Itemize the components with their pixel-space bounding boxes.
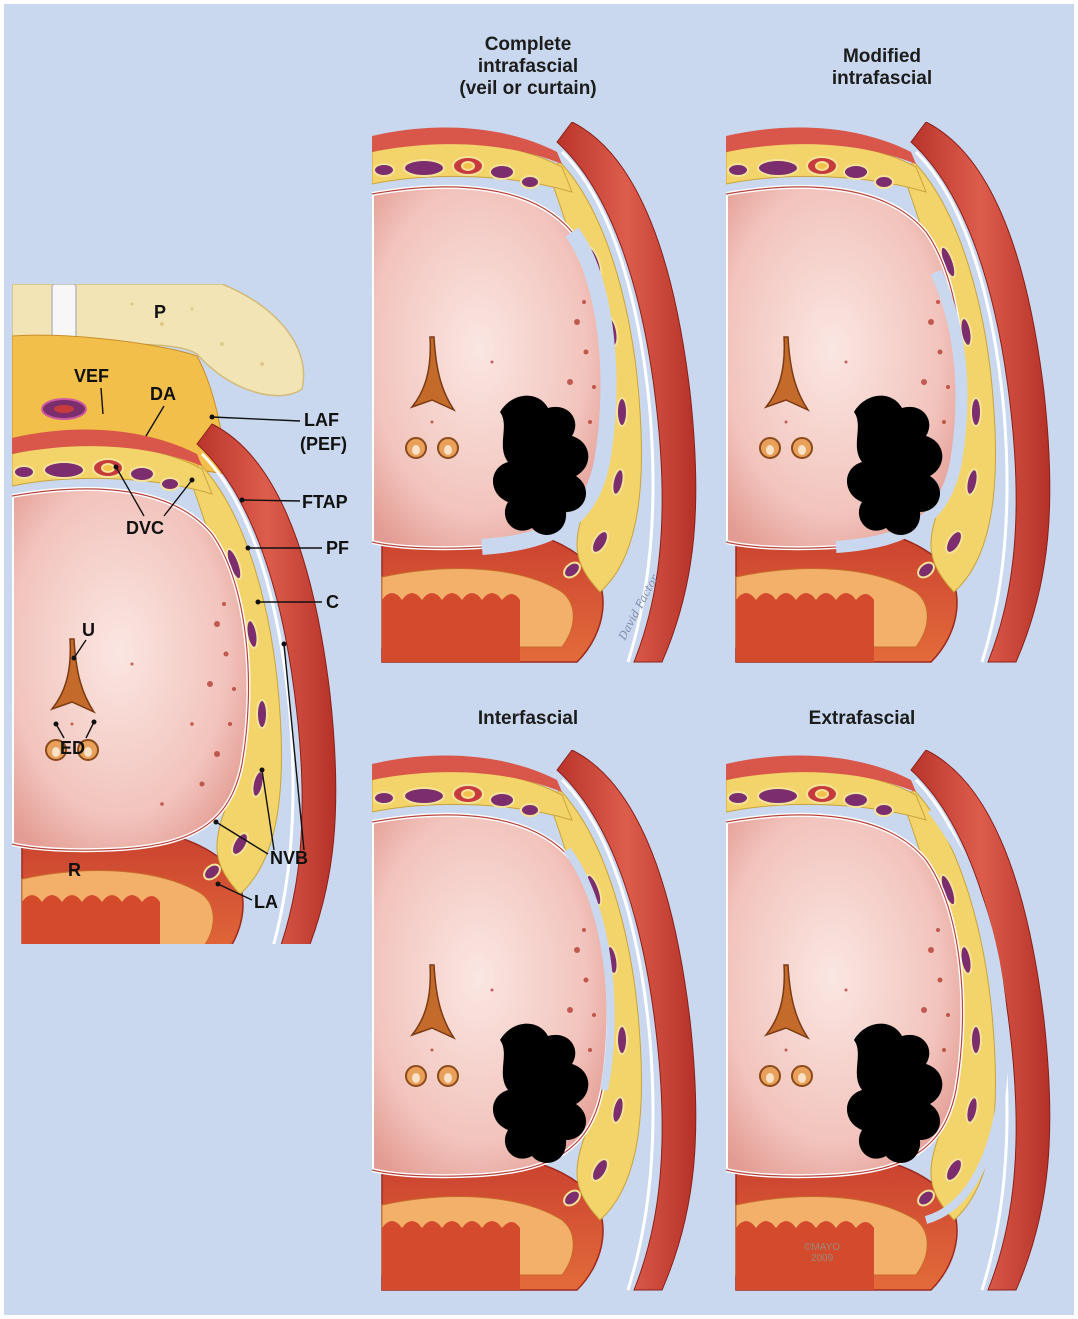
figure-canvas: P VEF DA LAF (PEF) FTAP DVC PF C U ED NV… (4, 4, 1074, 1315)
panel-complete-intrafascial-illustration (372, 122, 712, 682)
panel-interfascial-illustration (372, 750, 712, 1310)
panel-title-extrafascial: Extrafascial (742, 708, 982, 730)
panel-title-interfascial: Interfascial (408, 708, 648, 730)
panel-modified-intrafascial-illustration (726, 122, 1066, 682)
panel-title-modified-intrafascial: Modified intrafascial (762, 46, 1002, 90)
copyright-mark: ©MAYO 2009 (804, 1242, 840, 1264)
panel-title-complete-intrafascial: Complete intrafascial (veil or curtain) (408, 34, 648, 100)
panel-extrafascial-illustration (726, 750, 1066, 1310)
